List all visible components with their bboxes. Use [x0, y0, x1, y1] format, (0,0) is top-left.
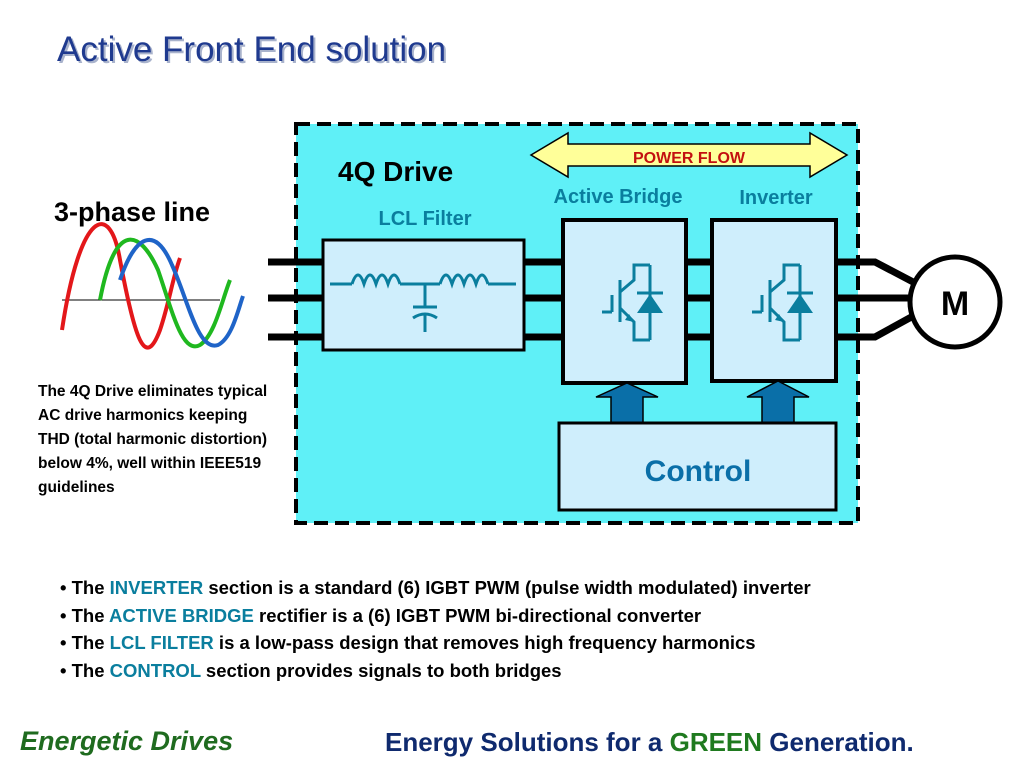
- active-bridge-label: Active Bridge: [554, 186, 683, 208]
- bullet-control: • The CONTROL section provides signals t…: [60, 659, 562, 681]
- lcl-filter-label: LCL Filter: [379, 208, 472, 230]
- bullet-list: • The INVERTER section is a standard (6)…: [60, 574, 811, 684]
- thd-description: The 4Q Drive eliminates typical AC drive…: [38, 383, 268, 496]
- control-arrow-bridge: [595, 382, 659, 425]
- power-flow-arrow: [529, 131, 849, 179]
- power-flow-label: POWER FLOW: [633, 150, 746, 167]
- control-arrow-inverter: [746, 380, 810, 425]
- three-phase-waveform: [60, 222, 245, 350]
- bullet-lcl-filter: • The LCL FILTER is a low-pass design th…: [60, 632, 756, 653]
- page-title: Active Front End solution: [57, 30, 447, 69]
- input-lines: [268, 258, 323, 341]
- motor-circle: [907, 254, 1003, 350]
- phase-b-wave: [98, 237, 232, 349]
- tagline: Energy Solutions for a GREEN Generation.: [385, 727, 914, 757]
- motor-label: M: [941, 285, 969, 323]
- control-label: Control: [645, 455, 752, 488]
- active-bridge-block: [561, 218, 688, 385]
- drive-label: 4Q Drive: [338, 156, 453, 187]
- bullet-inverter: • The INVERTER section is a standard (6)…: [60, 577, 811, 598]
- line-label: 3-phase line: [54, 197, 210, 227]
- inverter-block: [710, 218, 838, 383]
- phase-c-wave: [118, 238, 245, 348]
- bullet-active-bridge: • The ACTIVE BRIDGE rectifier is a (6) I…: [60, 604, 702, 626]
- bus-lines-2: [686, 258, 712, 341]
- bus-lines-1: [524, 258, 563, 341]
- motor-lines: [836, 258, 917, 341]
- brand-logo-text: Energetic Drives: [20, 726, 234, 756]
- inverter-label: Inverter: [739, 187, 813, 209]
- control-block: [557, 421, 838, 512]
- lcl-filter-symbol: [330, 273, 516, 332]
